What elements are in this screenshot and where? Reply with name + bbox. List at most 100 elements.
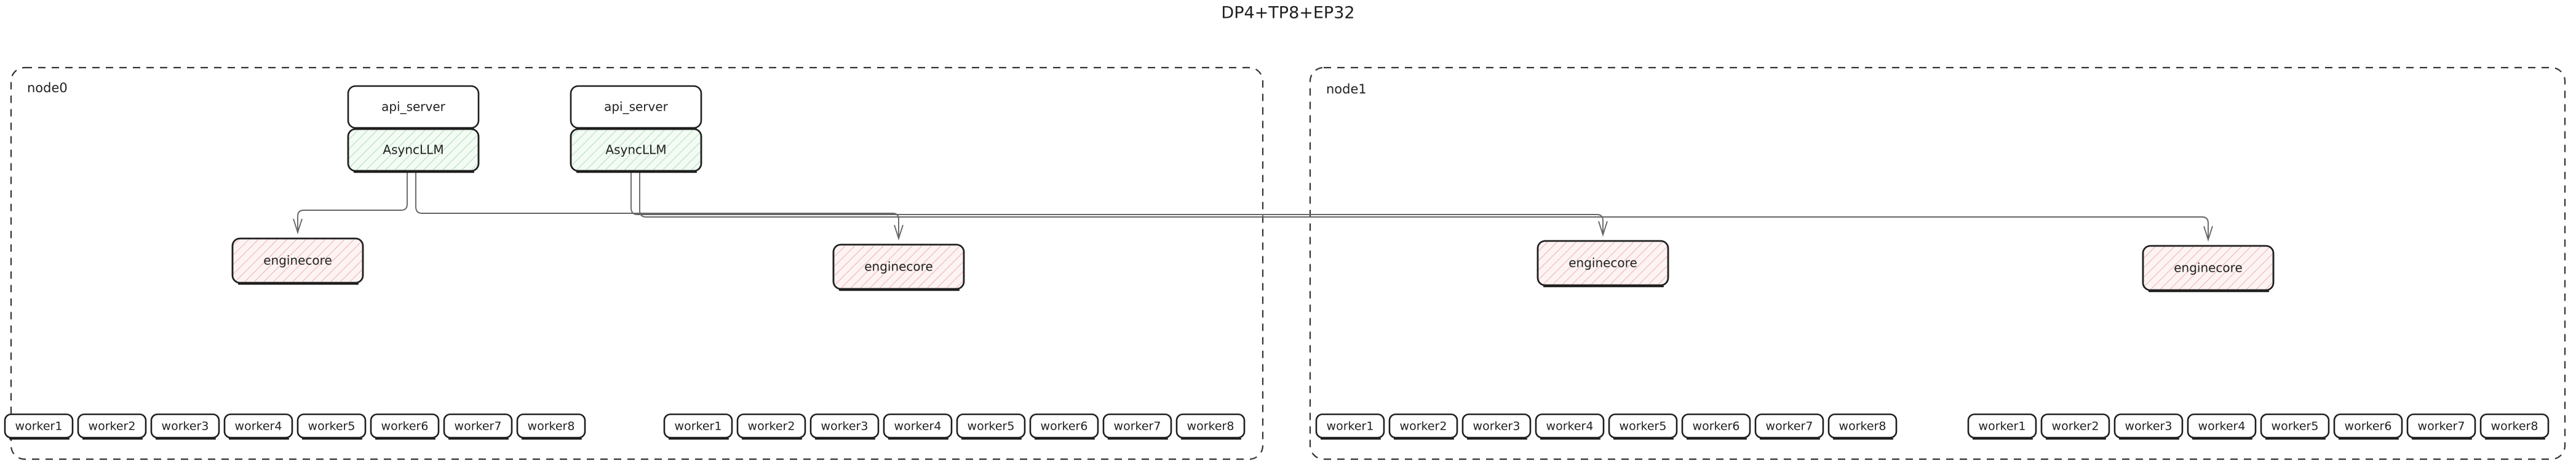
worker-node-wg2-2[interactable]: worker2 — [1388, 413, 1458, 440]
node-api_server_1[interactable]: api_server — [570, 85, 702, 130]
worker-box-wg0-1[interactable] — [4, 413, 74, 439]
cluster-label-node0: node0 — [27, 81, 68, 95]
worker-node-wg1-4[interactable]: worker4 — [883, 413, 953, 440]
worker-label-wg2-7: worker7 — [1766, 420, 1813, 433]
worker-label-wg0-8: worker8 — [528, 420, 575, 433]
worker-node-wg0-3[interactable]: worker3 — [150, 413, 220, 440]
node-label-asyncllm_1: AsyncLLM — [605, 143, 666, 157]
edge-asyncllm0-enginecore1-arrowhead — [894, 224, 904, 241]
worker-box-wg0-4[interactable] — [223, 413, 293, 439]
worker-box-wg2-3[interactable] — [1461, 413, 1532, 439]
worker-node-wg3-1[interactable]: worker1 — [1967, 413, 2037, 440]
worker-box-wg1-5[interactable] — [956, 413, 1026, 439]
worker-node-wg3-6[interactable]: worker6 — [2333, 413, 2403, 440]
node-enginecore_2[interactable]: enginecore — [1536, 240, 1669, 288]
worker-box-wg2-1[interactable] — [1315, 413, 1385, 439]
node-api_server_0[interactable]: api_server — [347, 85, 480, 130]
worker-box-wg2-2[interactable] — [1388, 413, 1458, 439]
node-outline-enginecore_3 — [2142, 245, 2275, 291]
worker-node-wg1-2[interactable]: worker2 — [736, 413, 806, 440]
worker-box-wg3-2[interactable] — [2040, 413, 2110, 439]
edge-layer — [293, 171, 2213, 242]
node-hatch-asyncllm_0 — [348, 129, 479, 171]
worker-node-wg3-8[interactable]: worker8 — [2479, 413, 2550, 440]
worker-box-wg2-7[interactable] — [1754, 413, 1824, 439]
node-box-api_server_1[interactable] — [570, 85, 702, 129]
worker-box-wg0-8[interactable] — [516, 413, 586, 439]
worker-box-wg3-8[interactable] — [2479, 413, 2550, 439]
worker-box-wg1-3[interactable] — [809, 413, 880, 439]
node-enginecore_3[interactable]: enginecore — [2142, 245, 2275, 293]
node-outline-asyncllm_0 — [347, 128, 480, 172]
node-asyncllm_1[interactable]: AsyncLLM — [570, 128, 702, 173]
worker-node-wg1-6[interactable]: worker6 — [1029, 413, 1099, 440]
worker-box-wg2-5[interactable] — [1608, 413, 1678, 439]
worker-label-wg3-1: worker1 — [1979, 420, 2026, 433]
node-outline-enginecore_1 — [832, 243, 965, 290]
worker-node-wg1-5[interactable]: worker5 — [956, 413, 1026, 440]
node-hatch-enginecore_2 — [1538, 241, 1668, 285]
worker-node-wg2-7[interactable]: worker7 — [1754, 413, 1824, 440]
worker-node-wg1-1[interactable]: worker1 — [663, 413, 733, 440]
worker-node-wg3-3[interactable]: worker3 — [2113, 413, 2184, 440]
worker-box-wg1-4[interactable] — [883, 413, 953, 439]
worker-node-wg2-3[interactable]: worker3 — [1461, 413, 1532, 440]
worker-label-wg3-7: worker7 — [2418, 420, 2465, 433]
worker-label-wg1-4: worker4 — [894, 420, 942, 433]
worker-label-wg3-6: worker6 — [2345, 420, 2392, 433]
worker-box-wg3-6[interactable] — [2333, 413, 2403, 439]
worker-node-wg1-8[interactable]: worker8 — [1175, 413, 1246, 440]
node-enginecore_1[interactable]: enginecore — [832, 243, 965, 291]
worker-label-wg0-3: worker3 — [162, 420, 209, 433]
worker-node-wg1-3[interactable]: worker3 — [809, 413, 880, 440]
worker-node-wg3-2[interactable]: worker2 — [2040, 413, 2110, 440]
worker-node-wg3-4[interactable]: worker4 — [2187, 413, 2257, 440]
node-asyncllm_0[interactable]: AsyncLLM — [347, 128, 480, 173]
worker-box-wg3-5[interactable] — [2260, 413, 2330, 439]
worker-box-wg1-7[interactable] — [1102, 413, 1172, 439]
worker-box-wg3-4[interactable] — [2187, 413, 2257, 439]
node-box-api_server_0[interactable] — [347, 85, 480, 129]
worker-box-wg3-7[interactable] — [2406, 413, 2476, 439]
worker-box-wg0-3[interactable] — [150, 413, 220, 439]
worker-box-wg1-6[interactable] — [1029, 413, 1099, 439]
worker-node-wg0-6[interactable]: worker6 — [370, 413, 440, 440]
worker-box-wg1-2[interactable] — [736, 413, 806, 439]
worker-node-wg0-7[interactable]: worker7 — [443, 413, 513, 440]
worker-box-wg2-4[interactable] — [1535, 413, 1605, 439]
worker-box-wg0-7[interactable] — [443, 413, 513, 439]
worker-box-wg0-6[interactable] — [370, 413, 440, 439]
worker-node-wg3-5[interactable]: worker5 — [2260, 413, 2330, 440]
worker-label-wg1-6: worker6 — [1041, 420, 1088, 433]
worker-box-wg3-3[interactable] — [2113, 413, 2184, 439]
worker-node-wg2-6[interactable]: worker6 — [1681, 413, 1751, 440]
worker-node-wg0-8[interactable]: worker8 — [516, 413, 586, 440]
worker-node-wg2-8[interactable]: worker8 — [1827, 413, 1898, 440]
worker-node-wg3-7[interactable]: worker7 — [2406, 413, 2476, 440]
worker-node-wg2-1[interactable]: worker1 — [1315, 413, 1385, 440]
worker-box-wg0-5[interactable] — [296, 413, 367, 439]
worker-label-wg1-7: worker7 — [1114, 420, 1161, 433]
worker-box-wg1-1[interactable] — [663, 413, 733, 439]
worker-node-wg2-5[interactable]: worker5 — [1608, 413, 1678, 440]
node-enginecore_0[interactable]: enginecore — [231, 237, 364, 285]
worker-node-wg0-1[interactable]: worker1 — [4, 413, 74, 440]
worker-label-wg3-3: worker3 — [2125, 420, 2173, 433]
worker-box-wg1-8[interactable] — [1175, 413, 1246, 439]
worker-box-wg3-1[interactable] — [1967, 413, 2037, 439]
worker-node-wg2-4[interactable]: worker4 — [1535, 413, 1605, 440]
worker-box-wg2-8[interactable] — [1827, 413, 1898, 439]
worker-node-wg1-7[interactable]: worker7 — [1102, 413, 1172, 440]
worker-node-wg0-2[interactable]: worker2 — [77, 413, 147, 440]
worker-node-wg0-4[interactable]: worker4 — [223, 413, 293, 440]
worker-box-wg2-6[interactable] — [1681, 413, 1751, 439]
edge-asyncllm1-enginecore2-line — [630, 171, 1604, 235]
worker-node-wg0-5[interactable]: worker5 — [296, 413, 367, 440]
worker-label-wg1-1: worker1 — [675, 420, 722, 433]
worker-box-wg0-2[interactable] — [77, 413, 147, 439]
